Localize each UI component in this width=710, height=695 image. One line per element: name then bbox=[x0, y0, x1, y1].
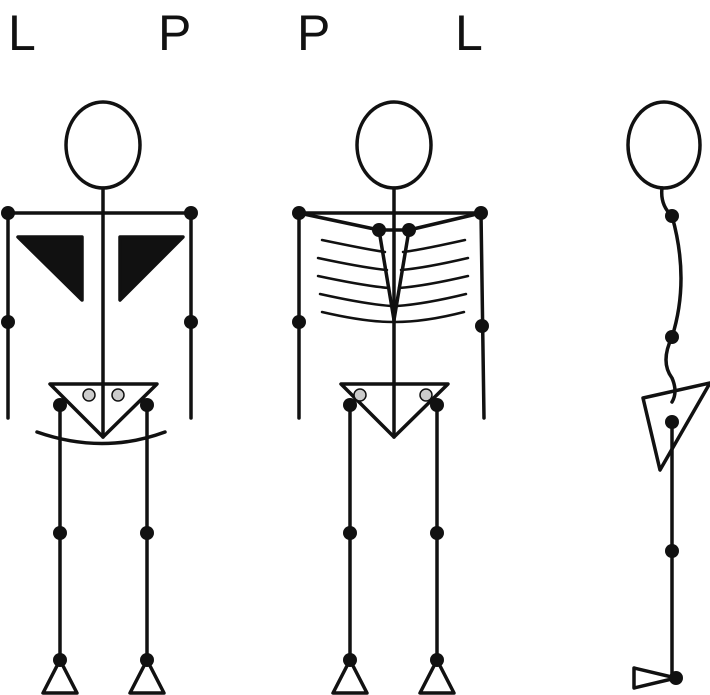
front-left-elbow-joint bbox=[1, 315, 15, 329]
front-left-pelvis-marker bbox=[83, 389, 95, 401]
back-right-pelvis-marker bbox=[420, 389, 432, 401]
front-right-chest-triangle bbox=[120, 237, 183, 300]
front-right-shoulder-joint bbox=[184, 206, 198, 220]
back-left-knee-joint bbox=[343, 526, 357, 540]
back-right-shoulder-joint bbox=[474, 206, 488, 220]
side-ankle-joint bbox=[669, 671, 683, 685]
back-view-figure bbox=[292, 102, 489, 693]
back-right-knee-joint bbox=[430, 526, 444, 540]
front-left-shoulder-joint bbox=[1, 206, 15, 220]
side-knee-joint bbox=[665, 544, 679, 558]
back-left-hip-joint bbox=[343, 398, 357, 412]
back-left-shoulder-joint bbox=[292, 206, 306, 220]
back-left-pelvis-marker bbox=[354, 389, 366, 401]
back-left-scapula-joint bbox=[372, 223, 386, 237]
front-left-hip-joint bbox=[53, 398, 67, 412]
front-left-knee-joint bbox=[53, 526, 67, 540]
side-lumbar-joint bbox=[665, 330, 679, 344]
front-right-pelvis-marker bbox=[112, 389, 124, 401]
back-right-scapula-joint bbox=[402, 223, 416, 237]
front-view-figure bbox=[1, 102, 198, 693]
front-right-ankle-joint bbox=[140, 653, 154, 667]
front-left-chest-triangle bbox=[18, 237, 82, 300]
front-left-ankle-joint bbox=[53, 653, 67, 667]
side-neck-joint bbox=[665, 209, 679, 223]
back-right-ankle-joint bbox=[430, 653, 444, 667]
front-right-hip-joint bbox=[140, 398, 154, 412]
back-head bbox=[357, 102, 431, 188]
back-left-ankle-joint bbox=[343, 653, 357, 667]
front-right-elbow-joint bbox=[184, 315, 198, 329]
back-right-hip-joint bbox=[430, 398, 444, 412]
side-head bbox=[628, 102, 700, 188]
side-view-figure bbox=[628, 102, 710, 688]
front-right-knee-joint bbox=[140, 526, 154, 540]
back-right-elbow-joint bbox=[475, 319, 489, 333]
back-left-elbow-joint bbox=[292, 315, 306, 329]
back-right-arm bbox=[481, 213, 484, 418]
side-hip-joint bbox=[665, 415, 679, 429]
front-head bbox=[66, 102, 140, 188]
